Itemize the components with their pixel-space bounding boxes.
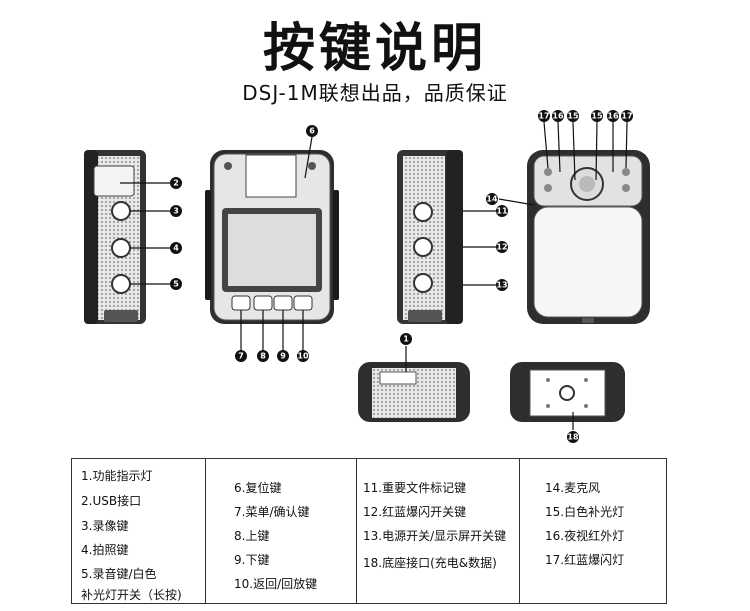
svg-text:14: 14 [486, 195, 498, 204]
legend-item-14: 14.麦克风 [545, 481, 601, 495]
legend-item-5-cont: 补光灯开关（长按) [81, 588, 182, 602]
svg-text:13: 13 [496, 281, 507, 290]
callout-14: 14 [486, 193, 498, 205]
svg-text:9: 9 [280, 352, 286, 361]
legend-column-4: 14.麦克风 15.白色补光灯 16.夜视红外灯 17.红蓝爆闪灯 [519, 459, 667, 603]
legend-item-9: 9.下键 [234, 553, 270, 567]
bottom-view [510, 362, 625, 422]
callout-7: 7 [235, 350, 247, 362]
legend-item-11: 11.重要文件标记键 [363, 481, 467, 495]
svg-text:17: 17 [621, 112, 632, 121]
callout-17b: 17 [621, 110, 633, 122]
back-view [527, 150, 650, 324]
svg-text:17: 17 [538, 112, 549, 121]
callout-16a: 16 [552, 110, 564, 122]
legend-column-2: 6.复位键 7.菜单/确认键 8.上键 9.下键 10.返回/回放键 [205, 459, 357, 603]
legend-item-15: 15.白色补光灯 [545, 505, 625, 519]
legend-item-8: 8.上键 [234, 529, 270, 543]
svg-text:2: 2 [173, 179, 179, 188]
svg-text:10: 10 [297, 352, 309, 361]
legend-item-18: 18.底座接口(充电&数据) [363, 556, 497, 570]
callout-1: 1 [400, 333, 412, 345]
legend-column-3: 11.重要文件标记键 12.红蓝爆闪开关键 13.电源开关/显示屏开关键 18.… [356, 459, 520, 603]
top-view [358, 362, 470, 422]
right-side-view [397, 150, 463, 324]
callout-16b: 16 [607, 110, 619, 122]
svg-text:15: 15 [591, 112, 603, 121]
callout-17a: 17 [538, 110, 550, 122]
left-side-view [84, 150, 146, 324]
legend-item-10: 10.返回/回放键 [234, 577, 318, 591]
svg-text:6: 6 [309, 127, 315, 136]
callout-2: 2 [170, 177, 182, 189]
svg-text:16: 16 [607, 112, 619, 121]
callout-15a: 15 [567, 110, 579, 122]
svg-text:15: 15 [567, 112, 579, 121]
callout-13: 13 [496, 279, 508, 291]
legend-item-7: 7.菜单/确认键 [234, 505, 310, 519]
callout-3: 3 [170, 205, 182, 217]
leader-lines [120, 121, 628, 430]
legend-item-13: 13.电源开关/显示屏开关键 [363, 529, 507, 543]
legend-item-16: 16.夜视红外灯 [545, 529, 625, 543]
callout-10: 10 [297, 350, 309, 362]
svg-text:18: 18 [567, 433, 579, 442]
legend-item-6: 6.复位键 [234, 481, 282, 495]
callout-12: 12 [496, 241, 508, 253]
legend-item-1: 1.功能指示灯 [81, 469, 153, 483]
legend-item-12: 12.红蓝爆闪开关键 [363, 505, 467, 519]
callout-6: 6 [306, 125, 318, 137]
legend-item-17: 17.红蓝爆闪灯 [545, 553, 625, 567]
legend-item-3: 3.录像键 [81, 519, 129, 533]
legend-column-1: 1.功能指示灯 2.USB接口 3.录像键 4.拍照键 5.录音键/白色 补光灯… [72, 459, 205, 603]
callout-9: 9 [277, 350, 289, 362]
page-title: 按键说明 [262, 19, 487, 79]
callout-markers: 1 2 3 4 5 6 7 8 9 10 11 12 13 14 15 15 1… [170, 110, 633, 443]
svg-text:3: 3 [173, 207, 179, 216]
legend-table: 1.功能指示灯 2.USB接口 3.录像键 4.拍照键 5.录音键/白色 补光灯… [71, 458, 667, 604]
legend-item-2: 2.USB接口 [81, 494, 142, 508]
svg-text:12: 12 [496, 243, 507, 252]
svg-text:11: 11 [496, 207, 508, 216]
svg-text:16: 16 [552, 112, 564, 121]
svg-text:5: 5 [173, 280, 179, 289]
front-view [205, 150, 339, 324]
callout-4: 4 [170, 242, 182, 254]
svg-text:4: 4 [173, 244, 179, 253]
legend-item-4: 4.拍照键 [81, 543, 129, 557]
callout-15b: 15 [591, 110, 603, 122]
svg-text:1: 1 [403, 335, 409, 344]
svg-text:7: 7 [238, 352, 244, 361]
callout-18: 18 [567, 431, 579, 443]
page-subtitle: DSJ-1M联想出品，品质保证 [242, 81, 508, 105]
callout-11: 11 [496, 205, 508, 217]
svg-text:8: 8 [260, 352, 266, 361]
callout-5: 5 [170, 278, 182, 290]
legend-item-5: 5.录音键/白色 [81, 567, 157, 581]
callout-8: 8 [257, 350, 269, 362]
